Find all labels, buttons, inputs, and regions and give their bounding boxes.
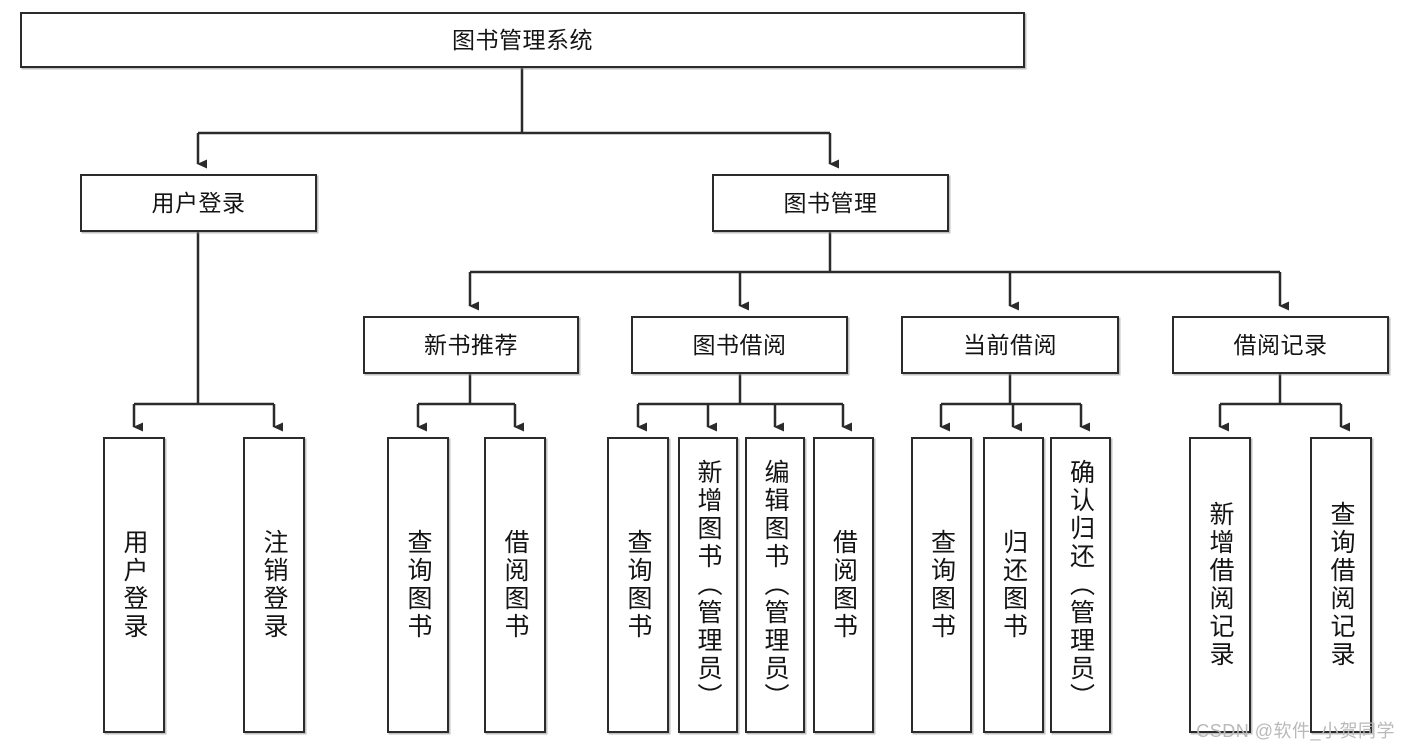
node-leaf-user-login-label: 用户登录	[120, 529, 148, 641]
node-leaf-query-book-borrow[interactable]: 查询图书	[607, 437, 669, 733]
node-leaf-return-book-label: 归还图书	[999, 529, 1028, 641]
node-leaf-add-borrow-record[interactable]: 新增借阅记录	[1189, 437, 1251, 733]
node-book-management-label: 图书管理	[783, 189, 878, 216]
node-current-borrow[interactable]: 当前借阅	[901, 316, 1119, 374]
node-leaf-lend-book[interactable]: 借阅图书	[813, 437, 874, 733]
node-new-book-recommend[interactable]: 新书推荐	[363, 316, 579, 374]
node-leaf-add-book-admin[interactable]: 新增图书（管理员）	[678, 437, 738, 733]
node-leaf-query-borrow-record-label: 查询借阅记录	[1327, 501, 1355, 669]
node-leaf-query-book-borrow-label: 查询图书	[624, 529, 652, 641]
node-user-login[interactable]: 用户登录	[80, 174, 317, 232]
node-leaf-return-book[interactable]: 归还图书	[983, 437, 1044, 733]
node-new-book-recommend-label: 新书推荐	[424, 331, 518, 358]
node-leaf-edit-book-admin[interactable]: 编辑图书（管理员）	[745, 437, 805, 733]
node-borrow-records-label: 借阅记录	[1233, 331, 1328, 358]
node-leaf-borrow-book-new[interactable]: 借阅图书	[484, 437, 546, 733]
node-leaf-confirm-return-admin-label: 确认归还（管理员）	[1066, 459, 1095, 711]
node-current-borrow-label: 当前借阅	[963, 331, 1057, 358]
node-leaf-user-login[interactable]: 用户登录	[103, 437, 165, 733]
node-leaf-query-borrow-record[interactable]: 查询借阅记录	[1310, 437, 1372, 733]
node-leaf-logout[interactable]: 注销登录	[243, 437, 305, 733]
node-root-label: 图书管理系统	[452, 26, 593, 53]
node-leaf-query-book-current[interactable]: 查询图书	[911, 437, 972, 733]
node-leaf-add-book-admin-label: 新增图书（管理员）	[694, 459, 722, 711]
node-user-login-label: 用户登录	[151, 189, 246, 216]
node-leaf-logout-label: 注销登录	[260, 529, 288, 641]
node-book-management[interactable]: 图书管理	[712, 174, 949, 232]
node-leaf-edit-book-admin-label: 编辑图书（管理员）	[761, 459, 789, 711]
node-leaf-confirm-return-admin[interactable]: 确认归还（管理员）	[1050, 437, 1111, 733]
node-leaf-lend-book-label: 借阅图书	[829, 529, 858, 641]
node-leaf-query-book-new[interactable]: 查询图书	[387, 437, 449, 733]
node-book-borrow[interactable]: 图书借阅	[631, 316, 848, 374]
node-leaf-borrow-book-new-label: 借阅图书	[501, 529, 529, 641]
node-leaf-query-book-current-label: 查询图书	[927, 529, 956, 641]
node-borrow-records[interactable]: 借阅记录	[1172, 316, 1389, 374]
node-root[interactable]: 图书管理系统	[20, 12, 1025, 68]
node-leaf-query-book-new-label: 查询图书	[404, 529, 432, 641]
node-leaf-add-borrow-record-label: 新增借阅记录	[1206, 501, 1234, 669]
node-book-borrow-label: 图书借阅	[692, 331, 787, 358]
